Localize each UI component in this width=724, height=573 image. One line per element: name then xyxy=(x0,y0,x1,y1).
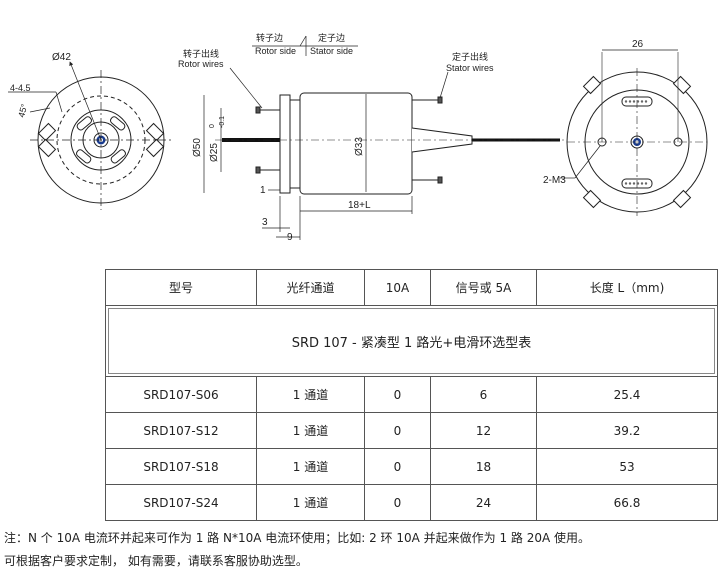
dim-slot: 4-4.5 xyxy=(10,83,31,93)
dim-m3: 2-M3 xyxy=(543,175,566,186)
rotor-wires-cn: 转子出线 xyxy=(183,48,219,59)
cell-length: 25.4 xyxy=(536,376,718,413)
header-fiber-channels: 光纤通道 xyxy=(256,269,365,306)
table-header-row: 型号 光纤通道 10A 信号或 5A 长度 L（mm) xyxy=(105,269,718,306)
cell-signal: 18 xyxy=(430,448,537,485)
table-row: SRD107-S18 1 通道 0 18 53 xyxy=(105,448,718,485)
left-flange-view xyxy=(8,61,172,210)
table-row: SRD107-S12 1 通道 0 12 39.2 xyxy=(105,412,718,449)
dim-outer-diameter: Ø42 xyxy=(52,52,71,63)
dim-9: 9 xyxy=(287,232,293,243)
dim-1: 1 xyxy=(260,185,266,196)
note-line: 可根据客户要求定制， 如有需要，请联系客服协助选型。 xyxy=(4,554,308,568)
header-model: 型号 xyxy=(105,269,257,306)
stator-wires-cn: 定子出线 xyxy=(452,51,488,62)
cell-length: 66.8 xyxy=(536,484,718,521)
dim-flange: Ø50 xyxy=(192,138,203,157)
cell-signal: 24 xyxy=(430,484,537,521)
rotor-wires-en: Rotor wires xyxy=(178,59,224,69)
cell-10a: 0 xyxy=(364,412,431,449)
header-signal-5a: 信号或 5A xyxy=(430,269,537,306)
cell-signal: 12 xyxy=(430,412,537,449)
cell-model: SRD107-S06 xyxy=(105,376,257,413)
dim-angle: 45° xyxy=(16,102,29,118)
cell-10a: 0 xyxy=(364,376,431,413)
dim-spigot: Ø25 xyxy=(209,143,220,162)
cell-length: 39.2 xyxy=(536,412,718,449)
side-view xyxy=(203,35,565,240)
stator-side-cn: 定子边 xyxy=(318,32,345,43)
right-rear-view xyxy=(560,49,708,216)
cell-fiber: 1 通道 xyxy=(256,376,365,413)
technical-drawing: Ø42 4-4.5 45° xyxy=(8,32,708,243)
dim-3: 3 xyxy=(262,217,268,228)
dim-26: 26 xyxy=(632,39,644,50)
cell-fiber: 1 通道 xyxy=(256,484,365,521)
cell-fiber: 1 通道 xyxy=(256,412,365,449)
table-title-cell: SRD 107 - 紧凑型 1 路光+电滑环选型表 xyxy=(105,305,718,377)
table-row: SRD107-S24 1 通道 0 24 66.8 xyxy=(105,484,718,521)
cell-10a: 0 xyxy=(364,484,431,521)
cell-signal: 6 xyxy=(430,376,537,413)
dim-spigot-tol-lower: -0.1 xyxy=(219,116,226,128)
cell-fiber: 1 通道 xyxy=(256,448,365,485)
table-title: SRD 107 - 紧凑型 1 路光+电滑环选型表 xyxy=(291,335,532,351)
table-row: SRD107-S06 1 通道 0 6 25.4 xyxy=(105,376,718,413)
cell-length: 53 xyxy=(536,448,718,485)
selection-table: SRD 107 - 紧凑型 1 路光+电滑环选型表 型号 光纤通道 10A 信号… xyxy=(105,269,718,521)
stator-wires-en: Stator wires xyxy=(446,63,494,73)
dim-body: Ø33 xyxy=(354,137,365,156)
cell-model: SRD107-S24 xyxy=(105,484,257,521)
cell-10a: 0 xyxy=(364,448,431,485)
notes: 注：N 个 10A 电流环并起来可作为 1 路 N*10A 电流环使用；比如: … xyxy=(4,527,590,573)
cell-model: SRD107-S12 xyxy=(105,412,257,449)
note-line: 注：N 个 10A 电流环并起来可作为 1 路 N*10A 电流环使用；比如: … xyxy=(4,531,591,545)
header-10a: 10A xyxy=(364,269,431,306)
rotor-side-cn: 转子边 xyxy=(256,32,283,43)
dim-spigot-tol-upper: 0 xyxy=(209,124,216,128)
stator-side-en: Stator side xyxy=(310,46,353,56)
dim-length: 18+L xyxy=(348,200,371,211)
rotor-side-en: Rotor side xyxy=(255,46,296,56)
cell-model: SRD107-S18 xyxy=(105,448,257,485)
header-length: 长度 L（mm) xyxy=(536,269,718,306)
rear-dot-pattern xyxy=(624,100,648,185)
